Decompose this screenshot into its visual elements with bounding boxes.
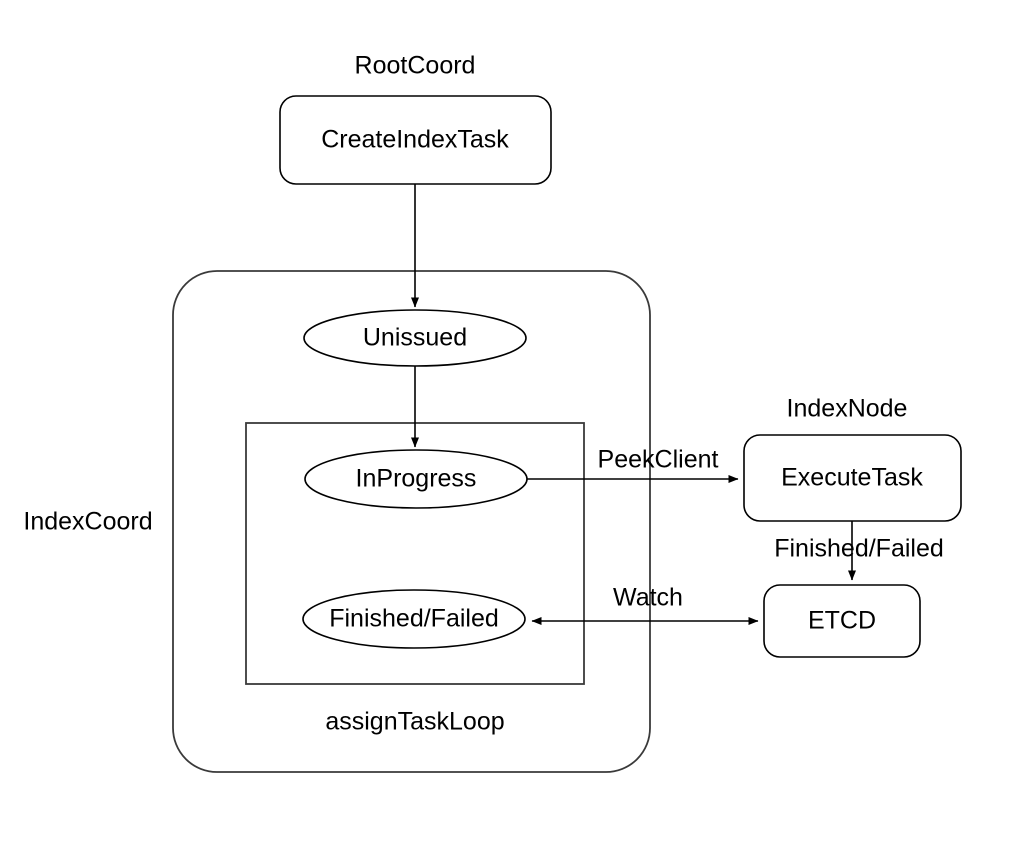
index-node-label: IndexNode: [787, 395, 908, 423]
node-etcd[interactable]: ETCD: [763, 584, 921, 658]
finished-failed-shape[interactable]: [302, 589, 526, 649]
unissued-label: Unissued: [363, 324, 467, 352]
in-progress-label: InProgress: [356, 465, 477, 493]
index-coord-label: IndexCoord: [23, 508, 152, 536]
edge-label-finished-failed: Finished/Failed: [774, 535, 944, 563]
create-index-task-shape[interactable]: [279, 95, 552, 185]
edge-executetask-to-etcd: Finished/Failed: [774, 521, 944, 581]
index-coord-container: [172, 270, 651, 773]
edge-label-peek-client: PeekClient: [598, 446, 719, 474]
create-index-task-label: CreateIndexTask: [321, 126, 509, 154]
node-finished-failed[interactable]: Finished/Failed: [302, 589, 526, 649]
in-progress-shape[interactable]: [304, 449, 528, 509]
edge-label-watch: Watch: [613, 584, 683, 612]
root-coord-label: RootCoord: [355, 52, 476, 80]
node-create-index-task[interactable]: CreateIndexTask: [279, 95, 552, 185]
edge-etcd-watch-finished-failed: Watch: [531, 584, 759, 625]
etcd-shape[interactable]: [763, 584, 921, 658]
finished-failed-label: Finished/Failed: [329, 605, 499, 633]
etcd-label: ETCD: [808, 607, 876, 635]
node-unissued[interactable]: Unissued: [303, 309, 527, 367]
node-execute-task[interactable]: ExecuteTask: [743, 434, 962, 522]
execute-task-label: ExecuteTask: [781, 464, 923, 492]
assign-task-loop-label: assignTaskLoop: [325, 708, 504, 736]
unissued-shape[interactable]: [303, 309, 527, 367]
group-index-coord: IndexCoord: [23, 270, 651, 773]
execute-task-shape[interactable]: [743, 434, 962, 522]
node-in-progress[interactable]: InProgress: [304, 449, 528, 509]
edge-inprogress-to-executetask: PeekClient: [527, 446, 739, 483]
